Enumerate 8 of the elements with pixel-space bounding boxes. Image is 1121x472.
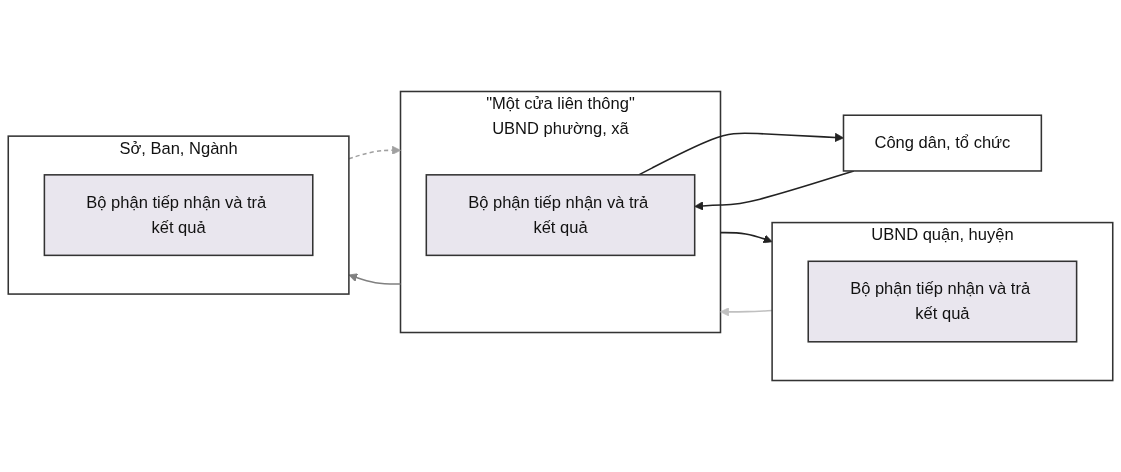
arrow bbox=[719, 231, 773, 244]
node-box: Bộ phận tiếp nhận và trả kết quả bbox=[807, 260, 1078, 343]
node-box: Bộ phận tiếp nhận và trả kết quả bbox=[425, 174, 696, 257]
arrow bbox=[348, 273, 402, 285]
node-box: Bộ phận tiếp nhận và trả kết quả bbox=[43, 174, 314, 257]
node-box: Công dân, tổ chức bbox=[842, 114, 1043, 172]
arrow bbox=[720, 307, 773, 317]
arrow bbox=[348, 145, 401, 160]
